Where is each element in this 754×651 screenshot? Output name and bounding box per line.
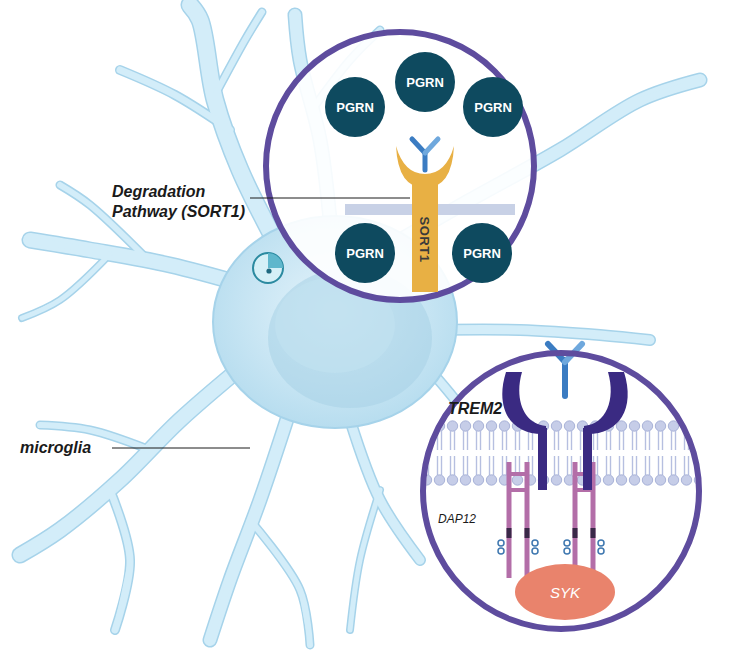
cell-process xyxy=(300,590,310,645)
cell-process xyxy=(295,15,300,60)
syk-kinase: SYK xyxy=(515,564,615,620)
cell-body xyxy=(213,216,457,428)
cell-process xyxy=(22,254,110,318)
node-label: PGRN xyxy=(463,246,501,261)
cell-body xyxy=(213,216,457,428)
cell-process xyxy=(350,490,380,630)
cell-process xyxy=(350,560,360,630)
cell-process xyxy=(215,12,262,95)
cell-process xyxy=(20,360,250,555)
node-label: PGRN xyxy=(346,246,384,261)
node-label: PGRN xyxy=(474,100,512,115)
cell-process xyxy=(60,185,90,205)
cell-process xyxy=(120,70,230,130)
phosphate xyxy=(532,540,538,546)
antibody xyxy=(412,139,425,153)
membrane xyxy=(420,420,710,486)
protein-label: DAP12 xyxy=(438,512,476,526)
cell-process xyxy=(110,490,130,630)
phosphate xyxy=(532,548,538,554)
dap12 xyxy=(573,462,578,578)
cell-process xyxy=(210,410,290,640)
phosphate xyxy=(564,548,570,554)
zoom-circle: TREM2DAP12SYK xyxy=(420,350,702,632)
cell-process xyxy=(20,530,60,555)
dap12 xyxy=(509,462,593,578)
pgrn-protein: PGRN xyxy=(335,223,395,283)
cell-process xyxy=(380,500,420,560)
dap12 xyxy=(591,528,596,538)
dap12 xyxy=(509,472,527,476)
cell-process xyxy=(190,5,200,20)
cell-process xyxy=(110,490,130,630)
node-label: SORT1 xyxy=(418,216,433,262)
zoom-circle xyxy=(266,32,534,300)
protein-label: TREM2 xyxy=(448,400,502,418)
receptor xyxy=(412,180,438,292)
antibody xyxy=(412,139,438,170)
zoom-circle xyxy=(424,354,698,628)
trem2 xyxy=(538,428,547,490)
leader-line xyxy=(112,448,250,449)
organelle xyxy=(253,253,283,283)
phosphate xyxy=(598,540,604,546)
cell-process xyxy=(210,410,290,640)
cell-process xyxy=(250,520,310,645)
trem2 xyxy=(584,372,628,434)
cell-process xyxy=(20,5,700,645)
leader-line xyxy=(250,198,410,199)
zoom-circle xyxy=(266,32,534,300)
cell-process xyxy=(350,490,380,630)
antibody xyxy=(425,139,438,153)
cell-process xyxy=(210,580,230,640)
phosphate xyxy=(498,548,504,554)
dap12 xyxy=(509,528,593,538)
dap12 xyxy=(525,528,530,538)
cell-process xyxy=(430,330,650,340)
cell-process xyxy=(350,420,420,560)
node-label: SYK xyxy=(550,584,580,601)
organelle xyxy=(266,268,271,273)
organelle xyxy=(268,253,283,268)
dap12 xyxy=(525,462,530,578)
node-label: PGRN xyxy=(336,100,374,115)
dap12 xyxy=(507,528,512,538)
pgrn-protein: PGRN xyxy=(452,223,512,283)
cell-process xyxy=(22,300,60,318)
cell-process xyxy=(350,420,420,560)
cell-process xyxy=(115,560,130,630)
callout-label: microglia xyxy=(20,438,110,458)
cell-process xyxy=(20,360,250,555)
cell-process xyxy=(600,335,650,340)
phosphate xyxy=(598,548,604,554)
cell-process xyxy=(430,330,650,340)
phosphate xyxy=(498,540,504,546)
pgrn-protein: PGRN xyxy=(325,77,385,137)
phosphate xyxy=(498,540,604,554)
antibody xyxy=(562,360,568,396)
trem2 xyxy=(502,372,546,434)
callout-label: Degradation Pathway (SORT1) xyxy=(112,182,262,222)
cell-process xyxy=(250,520,310,645)
cell-process xyxy=(245,12,262,40)
phosphate xyxy=(564,540,570,546)
cell-process xyxy=(40,425,90,430)
cell-process xyxy=(640,80,700,100)
cell-process xyxy=(215,12,262,95)
node-label: PGRN xyxy=(406,75,444,90)
sort1-receptor: SORT1 xyxy=(412,186,438,292)
pgrn-protein: PGRN xyxy=(395,52,455,112)
dap12 xyxy=(573,528,578,538)
pgrn-protein: PGRN xyxy=(463,77,523,137)
cell-process xyxy=(22,254,110,318)
zoom-circle xyxy=(420,344,710,628)
zoom-circle xyxy=(420,420,710,486)
cell-process xyxy=(120,70,175,95)
dap12 xyxy=(507,462,512,578)
cell-process xyxy=(30,240,90,250)
trem2 xyxy=(583,428,592,490)
dap12 xyxy=(509,488,527,492)
